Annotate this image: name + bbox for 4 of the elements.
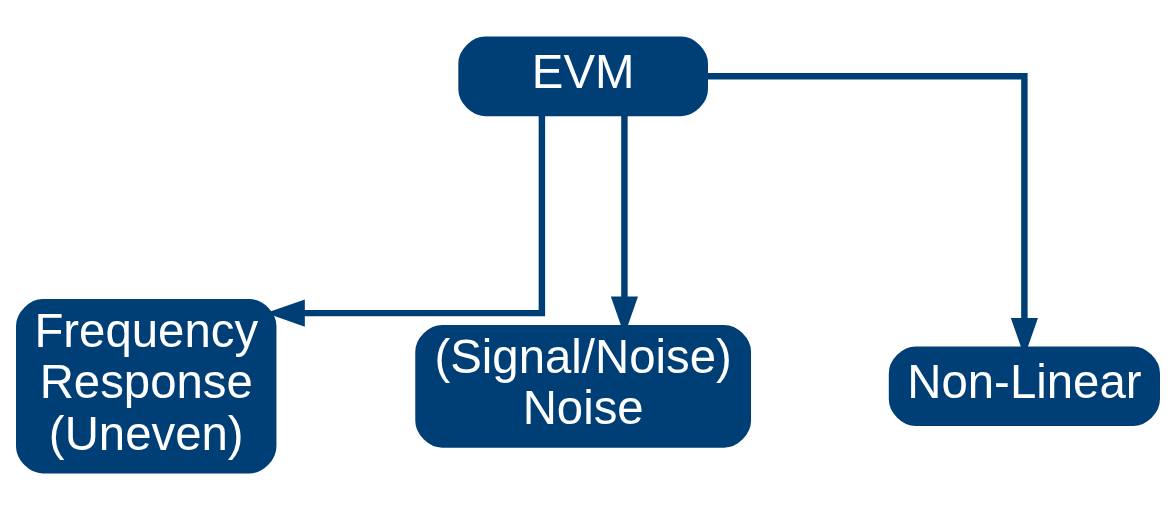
- node-box: (Signal/Noise) Noise: [415, 324, 752, 448]
- node-box: Frequency Response (Uneven): [16, 298, 277, 473]
- node-box: EVM: [458, 36, 708, 116]
- node-box: Non-Linear: [888, 345, 1160, 426]
